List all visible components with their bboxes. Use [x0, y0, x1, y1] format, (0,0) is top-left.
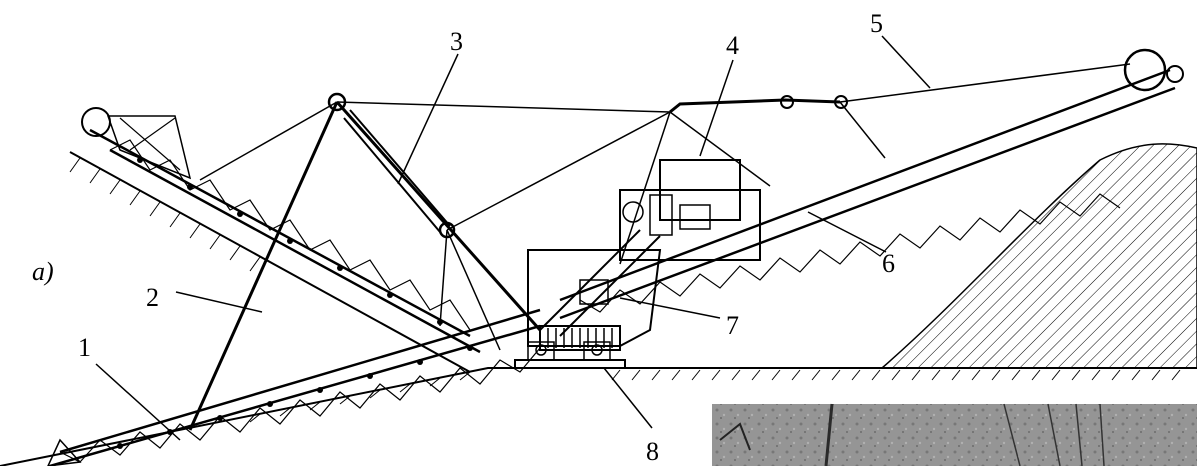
callout-5: 5	[870, 9, 883, 38]
leader-lines	[95, 35, 931, 441]
callout-4: 4	[726, 31, 739, 60]
lower-bucket-boom	[47, 308, 541, 466]
upper-bucket-boom	[81, 107, 481, 354]
callout-8: 8	[646, 437, 659, 466]
discharge-boom	[559, 48, 1184, 320]
callout-3: 3	[450, 27, 463, 56]
callout-2: 2	[146, 283, 159, 312]
callout-7: 7	[726, 311, 739, 340]
walking-base	[514, 341, 626, 369]
machine-house	[527, 159, 761, 351]
panel-label: a)	[32, 257, 54, 286]
spoil-heap	[879, 143, 1197, 369]
mast	[188, 92, 671, 431]
stay-cables	[336, 63, 1131, 159]
photo-inset	[712, 403, 1197, 466]
callout-6: 6	[882, 249, 895, 278]
ground-hatch	[249, 369, 1181, 423]
callout-1: 1	[78, 333, 91, 362]
